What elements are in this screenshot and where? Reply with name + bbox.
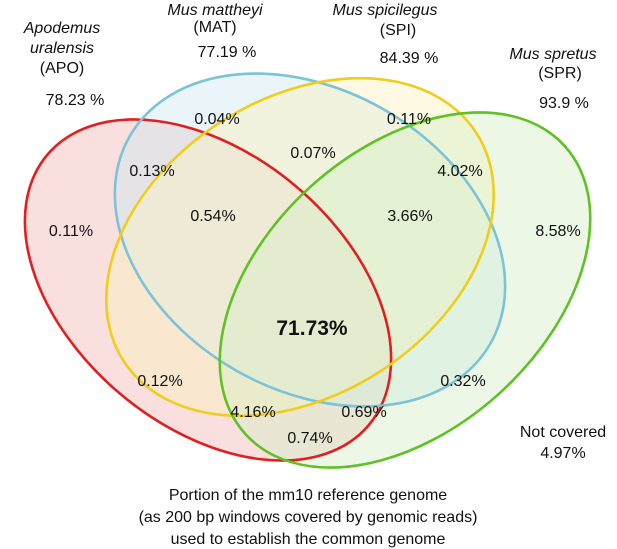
- spr-percent: 93.9 %: [539, 95, 589, 112]
- caption-line3: used to establish the common genome: [171, 531, 446, 548]
- spi-percent: 84.39 %: [380, 50, 439, 67]
- apo-name-line1: Apodemus: [23, 20, 101, 37]
- apo-name-line2: uralensis: [30, 40, 94, 57]
- label-mat: Mus mattheyi (MAT) 77.19 %: [167, 2, 263, 61]
- region-values: 0.11% 0.04% 0.11% 8.58% 0.13% 0.07% 4.02…: [49, 111, 581, 447]
- region-apo-spi: 0.12%: [137, 373, 182, 390]
- region-spi-spr: 4.02%: [437, 163, 482, 180]
- ellipse-fill-spi: [106, 78, 494, 416]
- not-covered-label: Not covered: [520, 424, 606, 441]
- not-covered-value: 4.97%: [540, 445, 585, 462]
- mat-percent: 77.19 %: [198, 44, 257, 61]
- apo-abbr: (APO): [40, 60, 84, 77]
- region-apo-only: 0.11%: [49, 223, 93, 240]
- caption: Portion of the mm10 reference genome (as…: [139, 487, 478, 548]
- region-spi-only: 0.11%: [387, 111, 431, 128]
- caption-line2: (as 200 bp windows covered by genomic re…: [139, 509, 478, 526]
- region-apo-spr: 0.74%: [287, 430, 332, 447]
- label-apo: Apodemus uralensis (APO) 78.23 %: [23, 20, 105, 109]
- region-mat-spr: 0.32%: [440, 373, 485, 390]
- ellipse-spi: [105, 76, 495, 418]
- mat-abbr: (MAT): [193, 19, 236, 36]
- ellipse-fill-mat: [114, 73, 506, 407]
- region-mat-spi: 0.07%: [290, 145, 335, 162]
- spi-abbr: (SPI): [380, 22, 416, 39]
- not-covered: Not covered 4.97%: [520, 424, 606, 462]
- spr-name: Mus spretus: [509, 46, 596, 63]
- mat-name: Mus mattheyi: [167, 2, 263, 19]
- label-spi: Mus spicilegus (SPI) 84.39 %: [333, 2, 439, 67]
- spr-abbr: (SPR): [538, 65, 582, 82]
- caption-line1: Portion of the mm10 reference genome: [169, 487, 447, 504]
- ellipse-mat: [113, 72, 507, 408]
- region-mat-spi-spr: 3.66%: [387, 208, 432, 225]
- spi-name: Mus spicilegus: [333, 2, 438, 19]
- ellipse-apo: [23, 118, 393, 462]
- label-spr: Mus spretus (SPR) 93.9 %: [509, 46, 596, 112]
- region-spr-only: 8.58%: [535, 223, 580, 240]
- apo-percent: 78.23 %: [46, 92, 105, 109]
- region-mat-only: 0.04%: [194, 111, 239, 128]
- ellipse-spr: [218, 111, 592, 469]
- region-apo-spi-spr: 4.16%: [230, 404, 275, 421]
- region-all-four: 71.73%: [276, 317, 348, 340]
- region-apo-mat: 0.13%: [129, 163, 174, 180]
- ellipse-outlines: [23, 72, 592, 469]
- region-apo-mat-spi: 0.54%: [190, 208, 235, 225]
- region-apo-mat-spr: 0.69%: [341, 404, 386, 421]
